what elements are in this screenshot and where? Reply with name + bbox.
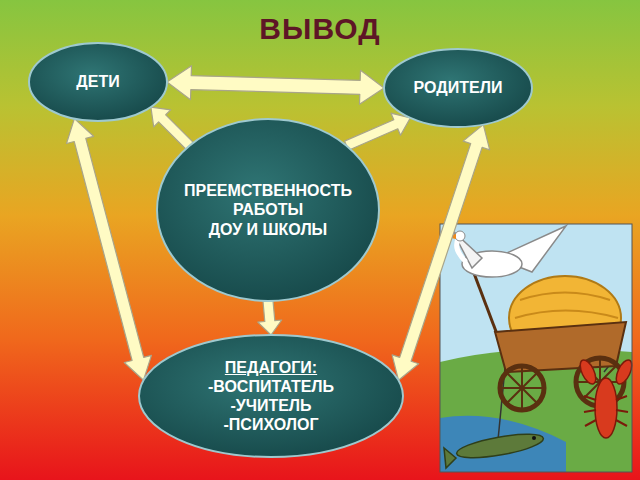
picture-frame — [440, 224, 632, 472]
node-label: РОДИТЕЛИ — [414, 78, 503, 97]
slide-title: ВЫВОД — [0, 12, 640, 46]
swan-neck — [457, 238, 466, 262]
ellipse-node: ДЕТИ — [28, 42, 168, 122]
node-label: ПЕДАГОГИ: — [225, 358, 317, 377]
pike-tail — [444, 448, 456, 468]
wheel-spokes — [500, 366, 544, 410]
water — [440, 416, 566, 472]
node-label: ПРЕЕМСТВЕННОСТЬ РАБОТЫ ДОУ И ШКОЛЫ — [184, 181, 352, 239]
pike-body — [455, 429, 545, 462]
cart-body — [495, 322, 626, 372]
block-arrow — [258, 301, 282, 335]
pike-eye — [532, 436, 536, 440]
ellipse-node: РОДИТЕЛИ — [383, 48, 533, 128]
double-block-arrow — [392, 125, 490, 381]
ellipse-shape — [139, 335, 403, 457]
block-arrow — [151, 107, 193, 149]
cart-wheel — [500, 366, 544, 410]
double-block-arrow — [167, 66, 384, 105]
node-label: ДЕТИ — [76, 72, 119, 91]
ellipse-shape — [157, 119, 379, 301]
swan-wing — [452, 230, 482, 268]
ellipse-node: ПЕДАГОГИ:-ВОСПИТАТЕЛЬ -УЧИТЕЛЬ -ПСИХОЛОГ — [138, 334, 404, 458]
ellipse-shape — [384, 49, 532, 127]
cart-shaft — [472, 268, 500, 342]
swan-head — [455, 231, 465, 241]
crayfish-body — [595, 378, 617, 438]
node-body: -ВОСПИТАТЕЛЬ -УЧИТЕЛЬ -ПСИХОЛОГ — [208, 377, 334, 435]
double-block-arrow — [67, 119, 152, 381]
crayfish-legs — [584, 396, 628, 426]
ellipse-outline — [138, 334, 404, 458]
crayfish-claw — [577, 358, 599, 387]
ellipse-node: ПРЕЕМСТВЕННОСТЬ РАБОТЫ ДОУ И ШКОЛЫ — [156, 118, 380, 302]
ellipse-shape — [29, 43, 167, 121]
block-arrow — [345, 113, 411, 150]
sky — [440, 224, 632, 472]
